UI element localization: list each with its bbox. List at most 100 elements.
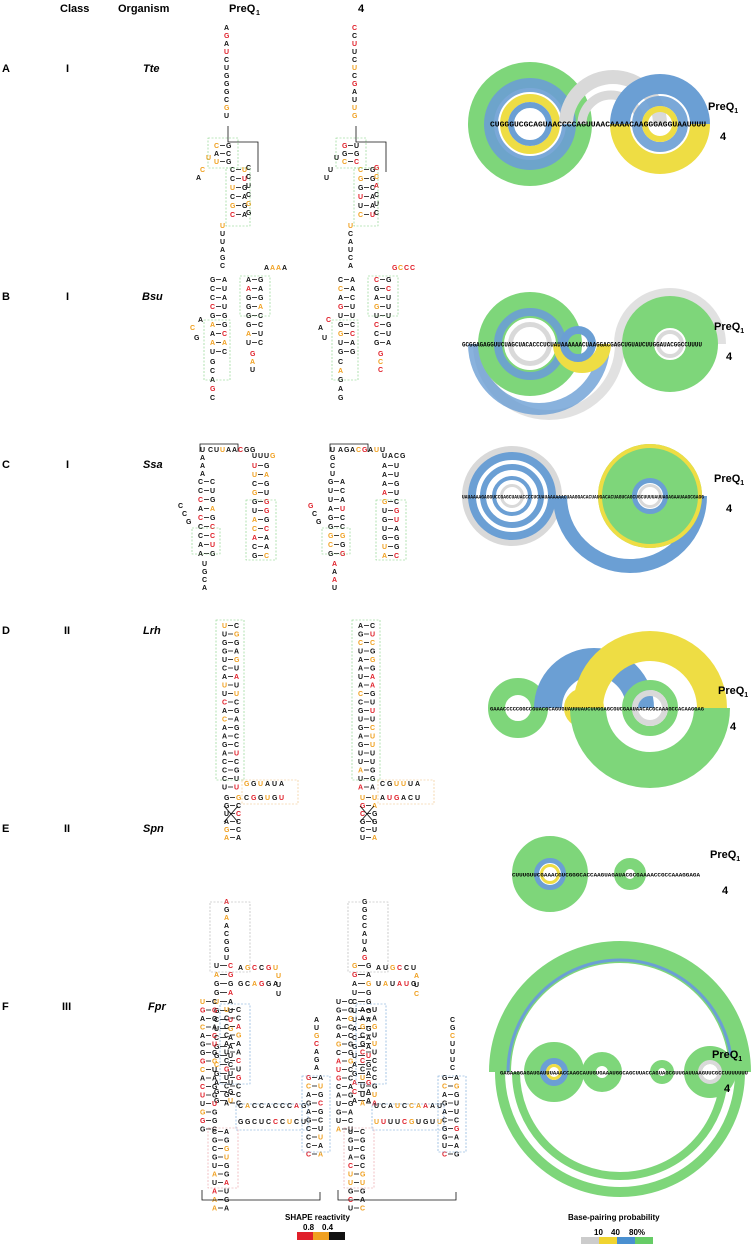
nucleotide: A <box>332 561 337 568</box>
nucleotide: A <box>212 1197 217 1204</box>
nucleotide: U <box>360 835 365 842</box>
header-organism: Organism <box>118 3 170 15</box>
nucleotide: U <box>358 203 363 210</box>
nucleotide: U <box>276 991 281 998</box>
nucleotide: C <box>280 1119 285 1126</box>
nucleotide: A <box>382 463 387 470</box>
nucleotide: C <box>340 515 345 522</box>
nucleotide: C <box>246 192 251 199</box>
nucleotide: A <box>360 1101 365 1108</box>
nucleotide: U <box>264 453 269 460</box>
pairing-arc <box>598 444 702 548</box>
nucleotide: G <box>400 453 406 460</box>
nucleotide: A <box>314 1065 319 1072</box>
nucleotide: C <box>318 1118 323 1125</box>
nucleotide: C <box>348 1033 353 1040</box>
nucleotide: C <box>230 176 235 183</box>
nucleotide: U <box>372 795 377 802</box>
helix-box <box>355 1003 387 1085</box>
nucleotide: C <box>360 1163 365 1170</box>
nucleotide: U <box>336 999 341 1006</box>
nucleotide: C <box>212 1127 217 1134</box>
nucleotide: C <box>210 524 215 531</box>
nucleotide: U <box>370 759 375 766</box>
nucleotide: A <box>382 472 387 479</box>
nucleotide: G <box>442 1135 448 1142</box>
nucleotide: G <box>200 1050 206 1057</box>
organism-label: Ssa <box>143 459 163 471</box>
nucleotide: A <box>397 981 402 988</box>
nucleotide: A <box>224 1180 229 1187</box>
pairing-arc <box>656 330 684 358</box>
nucleotide: C <box>210 286 215 293</box>
nucleotide: G <box>409 1119 415 1126</box>
nucleotide: U <box>414 982 419 989</box>
nucleotide: A <box>423 1103 428 1110</box>
nucleotide: U <box>374 447 379 454</box>
arc-diagram-b: GCGGAGAGGUUCUAGCUACACCCUCUAUAAAAAACUAAGG… <box>462 288 726 420</box>
nucleotide: A <box>416 1103 421 1110</box>
nucleotide: U <box>224 811 229 818</box>
nucleotide: A <box>224 819 229 826</box>
nucleotide: U <box>228 1017 233 1024</box>
nucleotide: G <box>338 331 344 338</box>
nucleotide: C <box>236 827 241 834</box>
sequence-text: UAUAAAAGAGGUCCGAGCUAUACCCCUCUAUAAAAAACUA… <box>462 495 704 501</box>
nucleotide: U <box>390 981 395 988</box>
nucleotide: C <box>264 553 269 560</box>
nucleotide: U <box>242 176 247 183</box>
nucleotide: A <box>442 1092 447 1099</box>
pairing-arc <box>650 1060 674 1084</box>
nucleotide: G <box>348 1189 354 1196</box>
nucleotide: U <box>358 751 363 758</box>
nucleotide: C <box>326 317 331 324</box>
nucleotide: C <box>381 1103 386 1110</box>
nucleotide: C <box>234 734 239 741</box>
pairing-arc <box>582 1052 622 1092</box>
nucleotide: C <box>348 1067 353 1074</box>
nucleotide: G <box>244 447 250 454</box>
nucleotide: A <box>222 734 227 741</box>
pairing-arc <box>553 495 707 573</box>
nucleotide: C <box>352 1089 357 1096</box>
nucleotide: G <box>264 463 270 470</box>
nucleotide: U <box>348 1180 353 1187</box>
nucleotide: G <box>374 304 380 311</box>
nucleotide: A <box>242 194 247 201</box>
nucleotide: C <box>340 524 345 531</box>
nucleotide: G <box>342 143 348 150</box>
connector-line <box>329 443 369 452</box>
nucleotide: A <box>258 286 263 293</box>
nucleotide: A <box>358 734 363 741</box>
nucleotide: U <box>454 1101 459 1108</box>
helix-box <box>351 619 381 781</box>
nucleotide: C <box>200 1067 205 1074</box>
nucleotide: U <box>214 159 219 166</box>
nucleotide: U <box>388 1119 393 1126</box>
nucleotide: U <box>220 447 225 454</box>
nucleotide: C <box>178 503 183 510</box>
nucleotide: U <box>395 1119 400 1126</box>
nucleotide: A <box>358 657 363 664</box>
nucleotide: U <box>352 1008 357 1015</box>
nucleotide: U <box>330 447 335 454</box>
nucleotide: C <box>372 1058 377 1065</box>
nucleotide: A <box>348 1155 353 1162</box>
nucleotide: G <box>224 1092 230 1099</box>
nucleotide: C <box>404 265 409 272</box>
nucleotide: G <box>348 1093 354 1100</box>
arc-diagrams: CUGGGUCGCAGUAACCCCAGUUAACAAAACAAGGGAGGUA… <box>462 62 751 1197</box>
nucleotide: G <box>236 1075 242 1082</box>
nucleotide: C <box>234 700 239 707</box>
nucleotide: G <box>454 1152 460 1159</box>
nucleotide: U <box>322 335 327 342</box>
nucleotide: C <box>222 666 227 673</box>
ligand-label: 4 <box>720 131 727 143</box>
nucleotide: G <box>246 313 252 320</box>
pairing-arc <box>684 1046 736 1098</box>
panel-label: A <box>2 63 10 75</box>
nucleotide: A <box>318 1152 323 1159</box>
